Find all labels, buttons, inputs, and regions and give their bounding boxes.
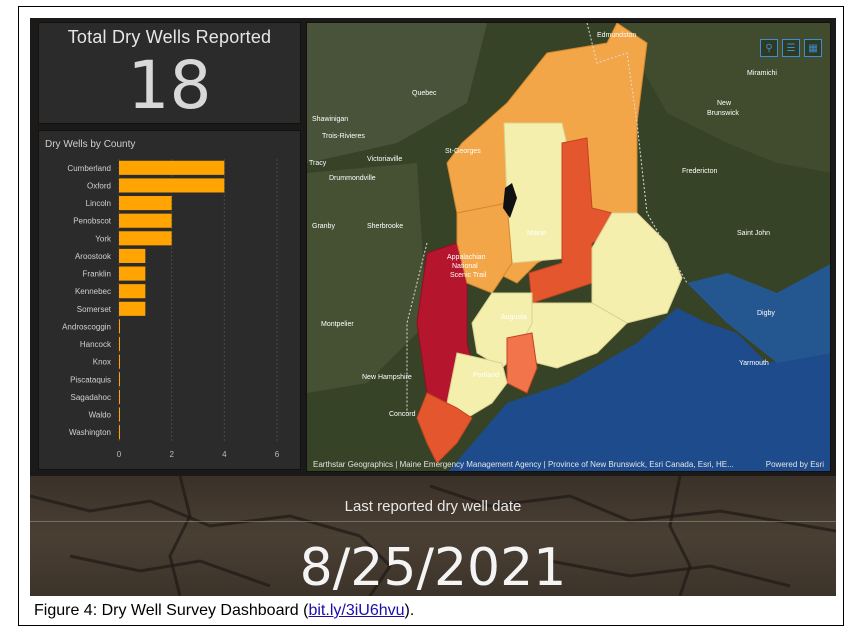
category-label: Aroostook <box>75 252 112 261</box>
x-tick-label: 2 <box>169 450 174 459</box>
last-date-value: 8/25/2021 <box>299 538 567 596</box>
x-tick-label: 4 <box>222 450 227 459</box>
map-place-label: Digby <box>757 310 775 317</box>
map-place-label: Maine <box>527 230 546 237</box>
category-label: Piscataquis <box>70 375 111 384</box>
category-label: Knox <box>93 358 111 367</box>
map-toolbar: ⚲ ☰ ▦ <box>760 39 822 57</box>
map-place-label: Saint John <box>737 230 770 237</box>
category-label: Hancock <box>80 340 112 349</box>
category-label: Franklin <box>83 270 111 279</box>
map-place-label: Edmundston <box>597 32 636 39</box>
county-lincoln <box>506 332 538 394</box>
map-place-label: Trois-Rivieres <box>322 133 365 140</box>
map-place-label: Shawinigan <box>312 116 348 123</box>
bar[interactable] <box>119 301 146 316</box>
map-place-label: Drummondville <box>329 175 376 182</box>
grid-icon[interactable]: ▦ <box>804 39 822 57</box>
map-place-label: Sherbrooke <box>367 223 403 230</box>
powered-by-esri[interactable]: Powered by Esri <box>765 460 824 469</box>
category-label: York <box>95 234 112 243</box>
category-label: Lincoln <box>86 199 111 208</box>
indicator-value: 18 <box>127 47 212 124</box>
last-date-panel: Last reported dry well date 8/25/2021 <box>30 476 836 596</box>
map-place-label: Brunswick <box>707 110 739 117</box>
category-label: Waldo <box>89 411 112 420</box>
x-tick-label: 6 <box>275 450 280 459</box>
bar[interactable] <box>119 178 225 193</box>
map-place-label: Yarmouth <box>739 360 769 367</box>
map-attribution: Earthstar Geographics | Maine Emergency … <box>313 460 734 469</box>
list-icon[interactable]: ☰ <box>782 39 800 57</box>
bar[interactable] <box>119 425 120 440</box>
last-date-label: Last reported dry well date <box>344 498 522 515</box>
date-divider <box>30 521 836 522</box>
map-place-label: Augusta <box>501 314 527 321</box>
total-indicator-panel: Total Dry Wells Reported 18 <box>38 22 301 124</box>
map-place-label: Scenic Trail <box>450 272 487 279</box>
indicator-title: Total Dry Wells Reported <box>67 27 272 47</box>
map-place-label: Tracy <box>309 160 327 167</box>
category-label: Penobscot <box>73 217 112 226</box>
bar[interactable] <box>119 319 120 334</box>
category-label: Oxford <box>87 181 111 190</box>
moosehead-lake <box>503 183 517 218</box>
chart-title: Dry Wells by County <box>45 139 136 150</box>
map-place-label: Concord <box>389 411 416 418</box>
dashboard: Total Dry Wells Reported 18 Dry Wells by… <box>30 18 836 596</box>
category-label: Somerset <box>77 305 112 314</box>
caption-text: Figure 4: Dry Well Survey Dashboard ( <box>34 602 309 619</box>
bar[interactable] <box>119 248 146 263</box>
category-label: Kennebec <box>75 287 111 296</box>
category-label: Androscoggin <box>62 322 111 331</box>
cracked-earth-background <box>30 476 836 596</box>
bar[interactable] <box>119 354 120 369</box>
map-place-label: Granby <box>312 223 335 230</box>
county-york <box>416 392 473 464</box>
bar[interactable] <box>119 231 172 246</box>
bar[interactable] <box>119 213 172 228</box>
map-place-label: Quebec <box>412 90 437 97</box>
map-place-label: Fredericton <box>682 168 718 175</box>
bar[interactable] <box>119 407 120 422</box>
search-icon[interactable]: ⚲ <box>760 39 778 57</box>
figure-caption: Figure 4: Dry Well Survey Dashboard (bit… <box>34 602 414 620</box>
map-place-label: Portland <box>473 372 499 379</box>
category-label: Cumberland <box>67 164 111 173</box>
bar[interactable] <box>119 284 146 299</box>
bar[interactable] <box>119 266 146 281</box>
map-place-label: Montpelier <box>321 321 354 328</box>
map-place-label: St-Georges <box>445 148 481 155</box>
category-label: Sagadahoc <box>71 393 111 402</box>
map-place-label: Appalachian <box>447 254 486 261</box>
map-place-label: Victoriaville <box>367 156 402 163</box>
caption-tail: ). <box>404 602 415 619</box>
map-place-label: New <box>717 100 732 107</box>
map-place-label: National <box>452 263 478 270</box>
bar[interactable] <box>119 337 120 352</box>
bar[interactable] <box>119 160 225 175</box>
bar-chart: 0 2 4 6 CumberlandOxfordLincolnPenobscotYork… <box>62 159 280 459</box>
county-washington <box>591 212 683 324</box>
caption-link[interactable]: bit.ly/3iU6hvu <box>308 602 405 619</box>
bar[interactable] <box>119 196 172 211</box>
x-tick-label: 0 <box>117 450 122 459</box>
map-place-label: New Hampshire <box>362 374 412 381</box>
bar[interactable] <box>119 372 120 387</box>
bar[interactable] <box>119 389 120 404</box>
map-place-label: Miramichi <box>747 70 777 77</box>
category-label: Washington <box>69 428 111 437</box>
